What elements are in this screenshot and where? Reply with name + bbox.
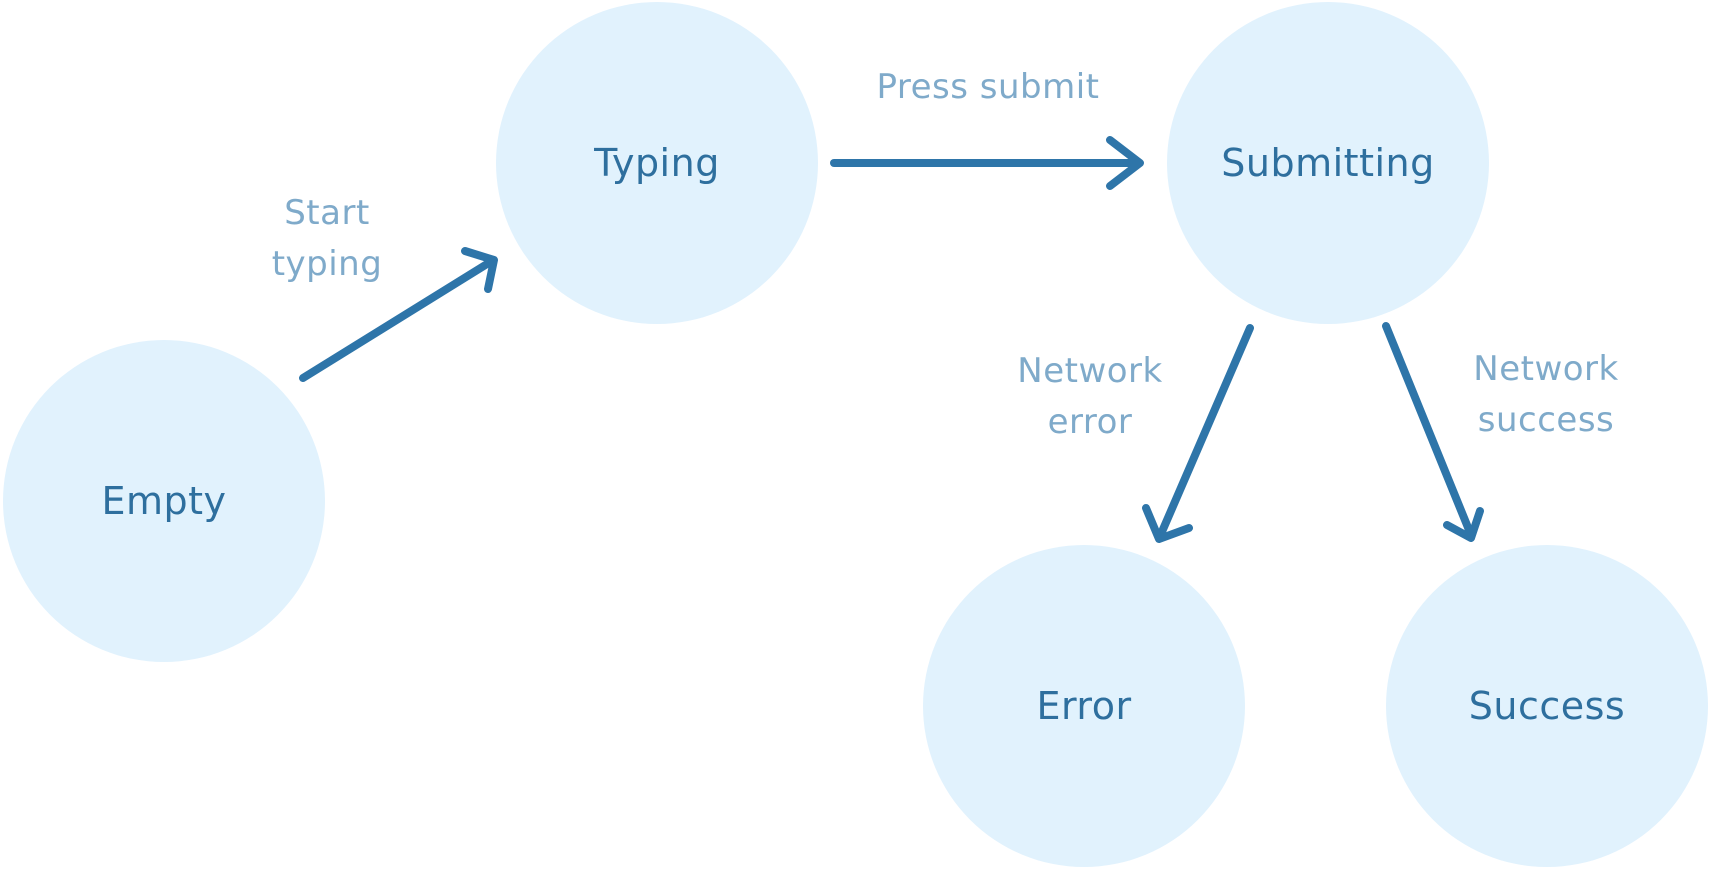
state-node-submitting[interactable]: Submitting: [1167, 2, 1489, 324]
state-node-error[interactable]: Error: [923, 545, 1245, 867]
transition-label-start-typing: Start typing: [271, 193, 383, 284]
state-node-typing[interactable]: Typing: [496, 2, 818, 324]
arrowhead-icon: [461, 247, 498, 293]
transition-label-network-success: Network success: [1473, 349, 1619, 440]
arrowhead-icon: [1443, 507, 1484, 542]
state-label-submitting: Submitting: [1221, 141, 1435, 185]
state-label-error: Error: [1036, 684, 1132, 728]
arrowhead-icon: [1142, 504, 1193, 543]
arrow-line: [1157, 324, 1254, 538]
state-label-empty: Empty: [101, 479, 227, 523]
transition-label-network-error: Network error: [1017, 351, 1163, 442]
transition-label-press-submit: Press submit: [876, 67, 1100, 107]
transition-arrow-submitting-success: [1382, 322, 1484, 542]
transition-arrow-submitting-error: [1142, 324, 1254, 543]
transition-arrow-empty-typing: [299, 247, 498, 382]
state-label-typing: Typing: [594, 141, 720, 185]
arrow-line: [299, 260, 491, 382]
arrowhead-icon: [1106, 136, 1144, 190]
state-node-success[interactable]: Success: [1386, 545, 1708, 867]
state-node-empty[interactable]: Empty: [3, 340, 325, 662]
transition-arrow-typing-submitting: [830, 136, 1144, 190]
arrow-line: [1382, 322, 1473, 534]
state-label-success: Success: [1468, 684, 1626, 728]
